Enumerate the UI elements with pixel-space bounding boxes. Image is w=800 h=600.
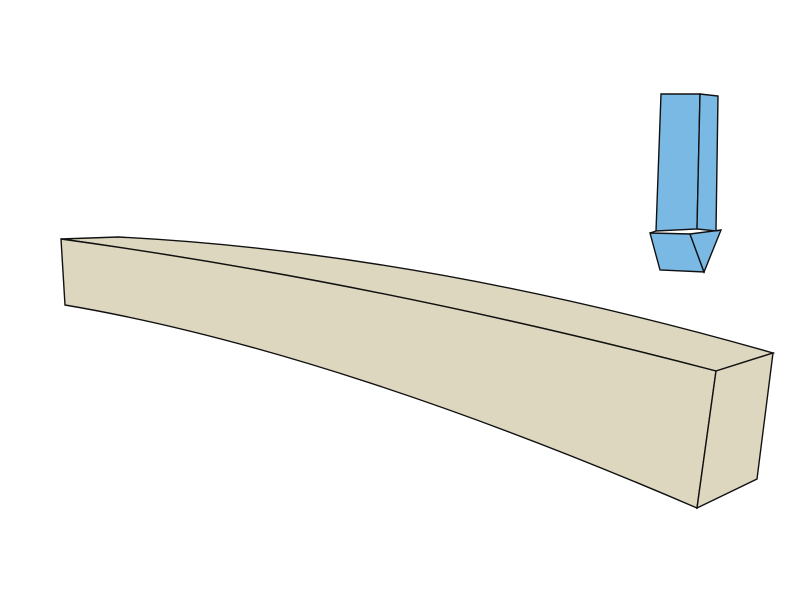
punch-joint-line	[649, 229, 722, 234]
punch-shaft-front	[655, 93, 701, 232]
curved-beam	[60, 236, 776, 510]
punch-tool	[649, 93, 723, 274]
beam-end-face	[696, 352, 774, 510]
punch-tip-side	[689, 229, 723, 274]
punch-shaft-side	[696, 93, 719, 232]
